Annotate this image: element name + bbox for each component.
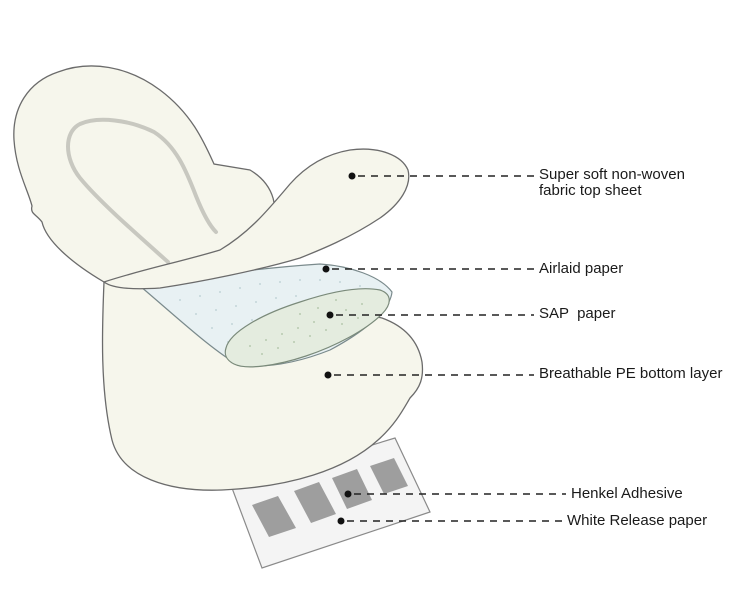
label-top-sheet-line1: Super soft non-woven (539, 166, 685, 183)
leader-dot-sap (326, 311, 334, 319)
leader-dots (322, 172, 356, 525)
adhesive-strip (332, 469, 372, 509)
label-white-release-paper: White Release paper (567, 512, 708, 529)
label-henkel-adhesive: Henkel Adhesive (571, 485, 683, 502)
sap-paper (224, 288, 390, 368)
label-bottom-layer: Breathable PE bottom layer (539, 365, 723, 382)
label-sap-paper: SAP paper (539, 305, 616, 322)
label-airlaid-paper: Airlaid paper (539, 260, 624, 277)
leader-lines (332, 175, 566, 522)
adhesive-strip (370, 458, 408, 494)
leader-dot-top-sheet (348, 172, 356, 180)
henkel-adhesive-strips (252, 458, 408, 537)
adhesive-strip (294, 482, 336, 523)
adhesive-strip (252, 496, 296, 537)
leader-dot-bottom-layer (324, 371, 332, 379)
top-sheet-groove (66, 117, 218, 264)
leader-dot-release (337, 517, 345, 525)
leader-dot-adhesive (344, 490, 352, 498)
top-sheet-front-flap (102, 148, 410, 290)
leader-dot-airlaid (322, 265, 330, 273)
label-top-sheet-line2: fabric top sheet (539, 182, 642, 199)
